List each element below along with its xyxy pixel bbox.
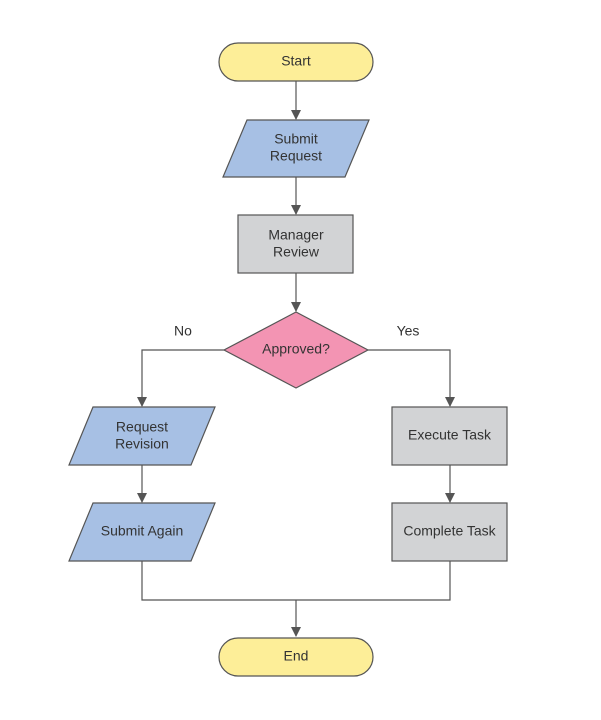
end-label: End: [284, 648, 309, 664]
edge-approved-no-to-request-revision: [137, 349, 224, 407]
manager-review-process-shape: [237, 214, 354, 274]
request-revision-parallelogram-shape: [68, 406, 216, 466]
manager-review-label-line2: Review: [273, 244, 320, 260]
edge-label-no: No: [174, 323, 192, 339]
request-revision-label-line2: Revision: [115, 436, 169, 452]
node-execute-task: Execute Task: [391, 406, 508, 466]
submit-again-label: Submit Again: [101, 523, 184, 539]
edge-label-yes: Yes: [397, 323, 420, 339]
node-submit-again: Submit Again: [68, 502, 216, 562]
node-manager-review: Manager Review: [237, 214, 354, 274]
submit-again-parallelogram-shape: [68, 502, 216, 562]
node-request-revision: Request Revision: [68, 406, 216, 466]
submit-request-label-line1: Submit: [274, 131, 318, 147]
execute-task-process-shape: [391, 406, 508, 466]
submit-request-label-line2: Request: [270, 148, 322, 164]
request-revision-label-line1: Request: [116, 419, 168, 435]
start-label: Start: [281, 53, 311, 69]
node-complete-task: Complete Task: [391, 502, 508, 562]
approved-label: Approved?: [262, 341, 330, 357]
node-submit-request: Submit Request: [222, 119, 370, 178]
submit-request-parallelogram-shape: [222, 119, 370, 178]
node-start: Start: [218, 42, 374, 82]
execute-task-label: Execute Task: [408, 427, 492, 443]
manager-review-label-line1: Manager: [268, 227, 324, 243]
complete-task-process-shape: [391, 502, 508, 562]
node-approved: Approved?: [222, 311, 370, 389]
node-end: End: [218, 637, 374, 677]
edge-submit-again-to-merge: [141, 561, 451, 601]
approved-decision-shape: [222, 311, 370, 389]
end-terminator-shape: [218, 637, 374, 677]
complete-task-label: Complete Task: [403, 523, 496, 539]
edge-approved-yes-to-execute-task: [368, 349, 455, 407]
start-terminator-shape: [218, 42, 374, 82]
